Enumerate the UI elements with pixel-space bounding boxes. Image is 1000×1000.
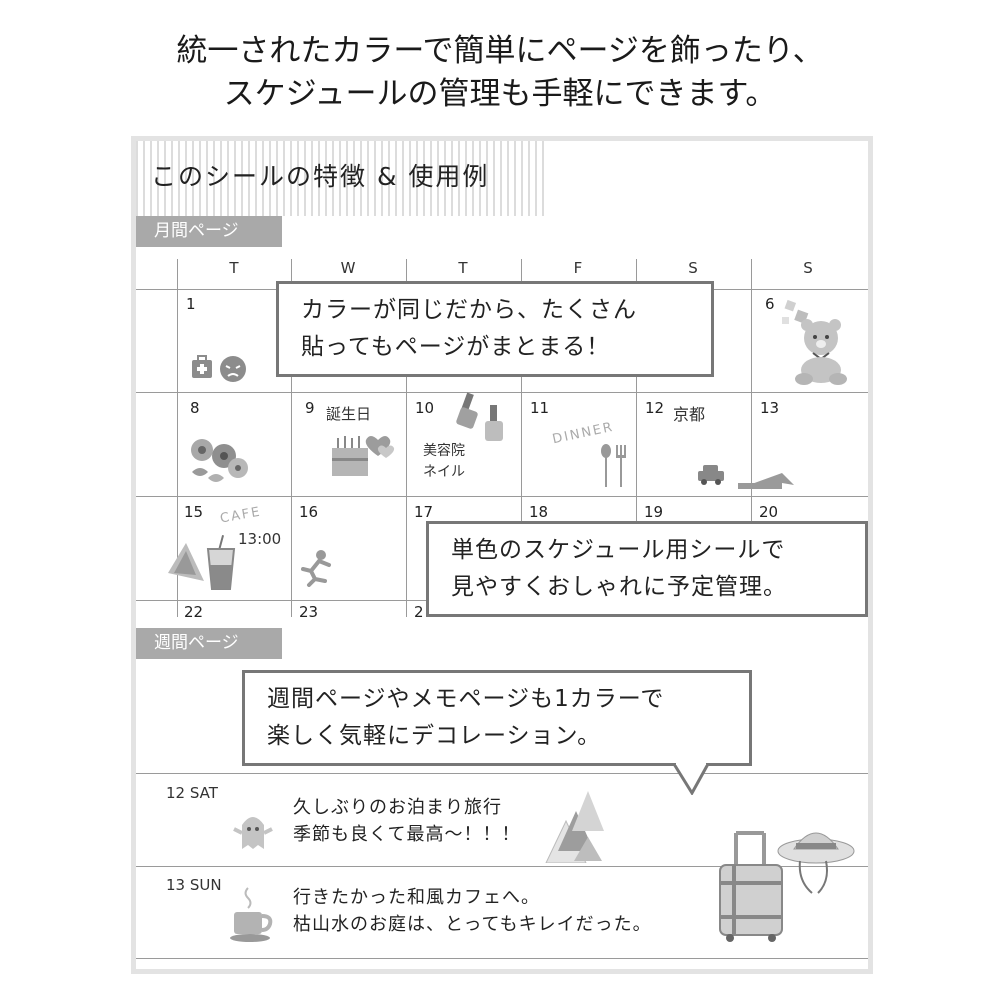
date-cell: 10 bbox=[415, 399, 435, 417]
date-cell: 23 bbox=[299, 603, 319, 621]
date-cell: 11 bbox=[530, 399, 550, 417]
date-cell: 22 bbox=[184, 603, 204, 621]
salon-note-line-2: ネイル bbox=[423, 464, 465, 480]
callout-schedule-line-2: 見やすくおしゃれに予定管理。 bbox=[451, 574, 787, 600]
weekly-entry-line: 久しぶりのお泊まり旅行 bbox=[293, 797, 502, 818]
car-icon bbox=[698, 465, 794, 489]
date-cell: 18 bbox=[529, 503, 549, 521]
fork-spoon-icon bbox=[601, 444, 626, 487]
weekly-row-line bbox=[136, 866, 868, 867]
callout-weekly-line-1: 週間ページやメモページも1カラーで bbox=[267, 686, 665, 712]
day-header-sun: S bbox=[803, 259, 813, 277]
weekly-row-line bbox=[136, 958, 868, 959]
weekly-date: 13 SUN bbox=[166, 876, 222, 894]
monthly-page-tag: 月間ページ bbox=[136, 216, 282, 247]
kyoto-note: 京都 bbox=[673, 405, 706, 424]
date-cell: 6 bbox=[765, 295, 775, 313]
weekly-page-tag: 週間ページ bbox=[136, 628, 282, 659]
grid-col-line bbox=[751, 259, 752, 617]
callout-same-color-line-1: カラーが同じだから、たくさん bbox=[301, 297, 637, 323]
weekly-entry-line: 季節も良くて最高〜！！！ bbox=[293, 824, 521, 845]
coffee-cup-icon bbox=[230, 887, 273, 942]
salon-note-line-1: 美容院 bbox=[423, 443, 465, 459]
grid-col-line bbox=[291, 259, 292, 617]
day-header-wed: W bbox=[340, 259, 356, 277]
callout-same-color: カラーが同じだから、たくさん 貼ってもページがまとまる！ bbox=[276, 281, 714, 377]
card-title: このシールの特徴 & 使用例 bbox=[151, 162, 490, 191]
iced-drink-icon bbox=[168, 535, 236, 590]
grid-col-line bbox=[521, 259, 522, 617]
day-header-thu: T bbox=[458, 259, 468, 277]
nail-polish-icon bbox=[456, 392, 503, 441]
callout-weekly: 週間ページやメモページも1カラーで 楽しく気軽にデコレーション。 bbox=[242, 670, 752, 766]
weekly-entry-text: 行きたかった和風カフェへ。 枯山水のお庭は、とってもキレイだった。 bbox=[293, 884, 652, 938]
callout-tail bbox=[672, 761, 710, 795]
birthday-cake-icon bbox=[332, 436, 395, 476]
mountains-icon bbox=[545, 791, 604, 863]
day-header-tue: T bbox=[229, 259, 239, 277]
title-band bbox=[136, 141, 546, 216]
headline: 統一されたカラーで簡単にページを飾ったり、 スケジュールの管理も手軽にできます。 bbox=[0, 30, 1000, 116]
callout-weekly-line-2: 楽しく気軽にデコレーション。 bbox=[267, 723, 602, 749]
headline-line-1: 統一されたカラーで簡単にページを飾ったり、 bbox=[176, 33, 824, 69]
grid-col-line bbox=[636, 259, 637, 617]
date-cell: 1 bbox=[186, 295, 196, 313]
weekly-entry-line: 枯山水のお庭は、とってもキレイだった。 bbox=[293, 914, 652, 935]
sun-hat-icon bbox=[777, 832, 855, 894]
headline-line-2: スケジュールの管理も手軽にできます。 bbox=[223, 76, 777, 112]
date-cell: 16 bbox=[299, 503, 319, 521]
weekly-date: 12 SAT bbox=[166, 784, 218, 802]
date-cell: 15 bbox=[184, 503, 204, 521]
weekly-entry-line: 行きたかった和風カフェへ。 bbox=[293, 887, 540, 908]
grid-row-line bbox=[136, 496, 868, 497]
running-person-icon bbox=[301, 550, 331, 587]
salon-note: 美容院 ネイル bbox=[423, 441, 465, 483]
grid-row-line bbox=[136, 392, 868, 393]
date-cell: 2 bbox=[414, 603, 424, 621]
date-cell: 12 bbox=[645, 399, 665, 417]
weekly-entry-text: 久しぶりのお泊まり旅行 季節も良くて最高〜！！！ bbox=[293, 794, 520, 848]
callout-same-color-line-2: 貼ってもページがまとまる！ bbox=[301, 334, 611, 360]
flowers-icon bbox=[191, 439, 248, 482]
suitcase-icon bbox=[719, 831, 783, 942]
time-note: 13:00 bbox=[238, 530, 282, 548]
weekly-row-line bbox=[136, 773, 868, 774]
teddy-bear-icon bbox=[782, 299, 847, 385]
day-header-sat: S bbox=[688, 259, 698, 277]
date-cell: 19 bbox=[644, 503, 664, 521]
date-cell: 20 bbox=[759, 503, 779, 521]
date-cell: 8 bbox=[190, 399, 200, 417]
grid-col-line bbox=[177, 259, 178, 617]
callout-schedule: 単色のスケジュール用シールで 見やすくおしゃれに予定管理。 bbox=[426, 521, 868, 617]
callout-schedule-line-1: 単色のスケジュール用シールで bbox=[451, 537, 786, 563]
first-aid-icon bbox=[192, 355, 246, 382]
feature-card: このシールの特徴 & 使用例 月間ページ T W T F S S 1 6 8 9… bbox=[131, 136, 873, 974]
day-header-fri: F bbox=[573, 259, 583, 277]
date-cell: 17 bbox=[414, 503, 434, 521]
date-cell: 9 bbox=[305, 399, 315, 417]
grid-col-line bbox=[406, 259, 407, 617]
birthday-note: 誕生日 bbox=[326, 405, 372, 423]
cafe-note: CAFE bbox=[219, 504, 263, 527]
date-cell: 13 bbox=[760, 399, 780, 417]
ghost-sticker-icon bbox=[233, 817, 273, 849]
